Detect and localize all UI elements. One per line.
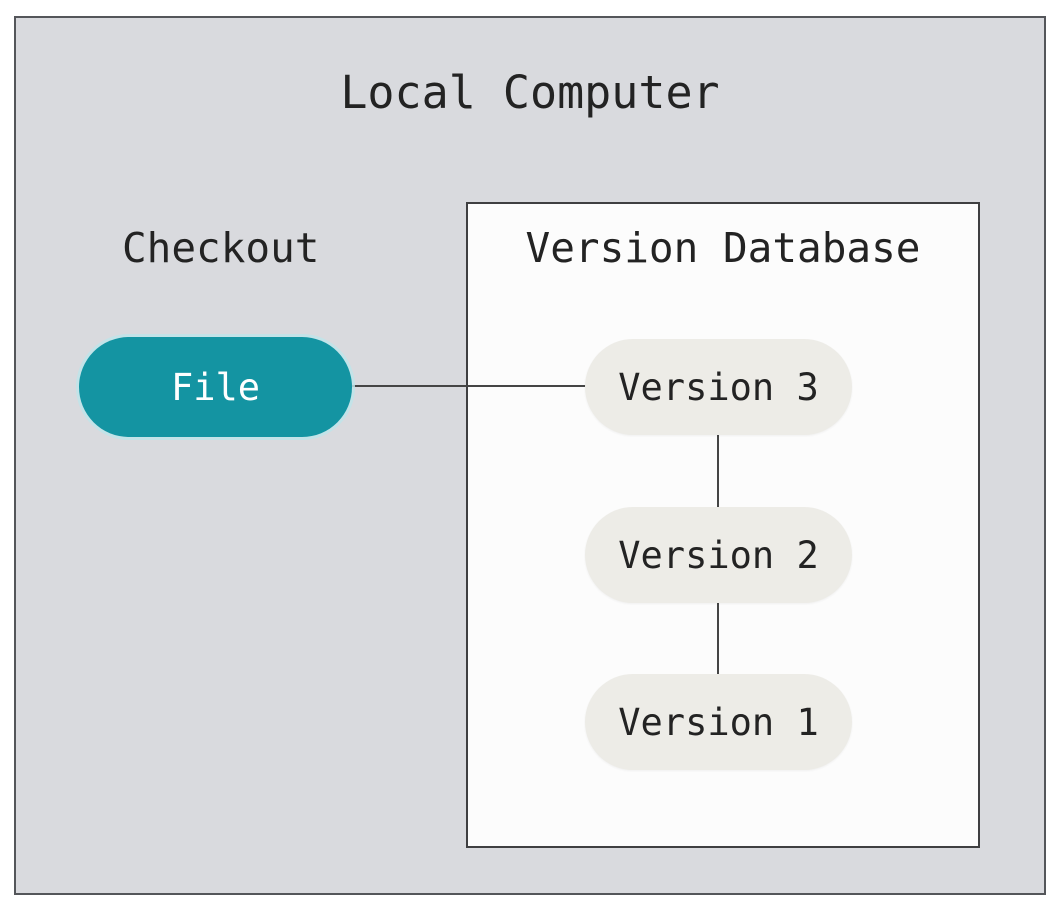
version2-node: Version 2 (585, 507, 852, 603)
checkout-label: Checkout (122, 224, 320, 272)
version3-node: Version 3 (585, 339, 852, 435)
version-database-title: Version Database (525, 224, 921, 272)
local-computer-frame: Local Computer Checkout Version Database… (14, 16, 1046, 895)
connector-file-to-version3 (350, 385, 587, 387)
connector-version3-to-version2 (717, 435, 719, 507)
diagram-title: Local Computer (340, 66, 720, 119)
file-node: File (79, 337, 352, 437)
version1-node: Version 1 (585, 674, 852, 770)
connector-version2-to-version1 (717, 603, 719, 674)
